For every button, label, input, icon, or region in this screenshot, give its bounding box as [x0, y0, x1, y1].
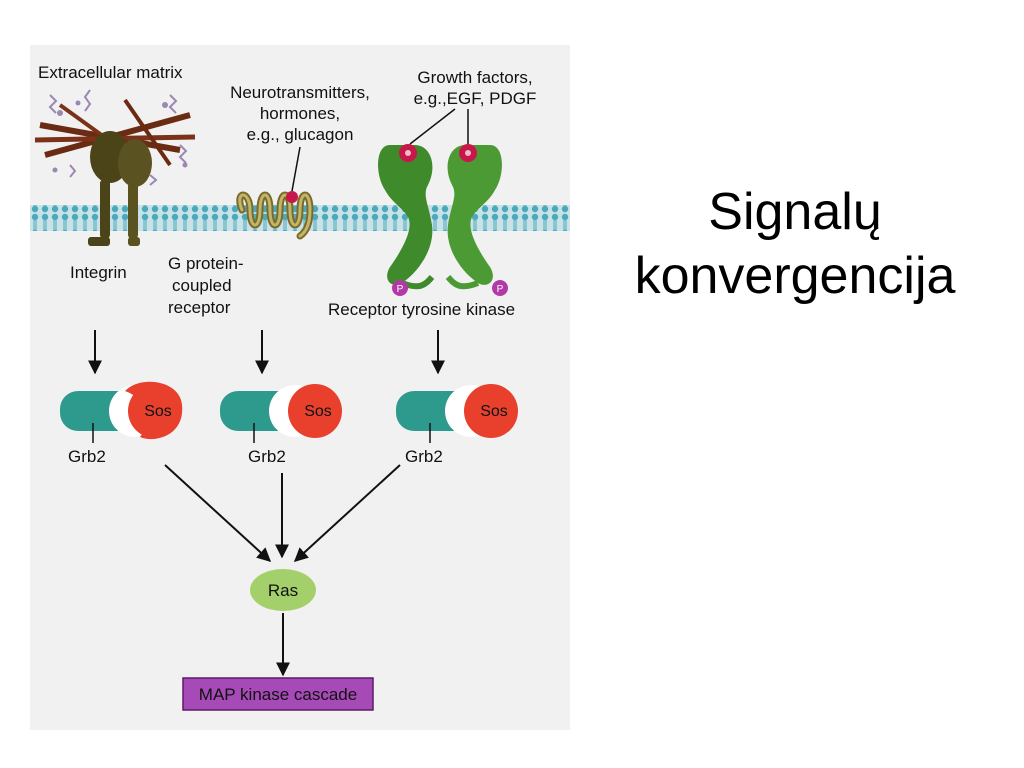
- ras-label: Ras: [268, 581, 298, 600]
- gpcr-label-line3: receptor: [168, 298, 231, 317]
- rtk-label: Receptor tyrosine kinase: [328, 300, 515, 319]
- gpcr-label-line2: coupled: [172, 276, 232, 295]
- ras-node: [250, 569, 316, 611]
- map-kinase-box: [182, 677, 374, 711]
- arrow-to-ras-right: [293, 464, 401, 562]
- egf-pdgf-label: e.g.,EGF, PDGF: [414, 89, 537, 108]
- growth-factors-label: Growth factors,: [417, 68, 532, 87]
- slide-title: Signalų konvergencija: [590, 180, 1000, 308]
- phosphate-left: [392, 280, 408, 296]
- arrow-to-ras-left: [164, 464, 272, 562]
- integrin-protein: [88, 131, 152, 246]
- neurotransmitters-label: Neurotransmitters,: [230, 83, 370, 102]
- glucagon-label: e.g., glucagon: [247, 125, 354, 144]
- hormones-label: hormones,: [260, 104, 340, 123]
- pathway-diagram: P P Extracellular matrix Neurotransmitte…: [30, 63, 570, 711]
- gpcr-label-line1: G protein-: [168, 254, 244, 273]
- grb2-sos-complex-3: Sos: [396, 384, 518, 438]
- grb2-label-2: Grb2: [248, 447, 286, 466]
- integrin-label: Integrin: [70, 263, 127, 282]
- phospho-label-right: P: [497, 284, 504, 295]
- sos-label-2: Sos: [304, 403, 332, 420]
- phospho-label-left: P: [397, 284, 404, 295]
- receptor-tyrosine-kinase: P P: [378, 144, 508, 296]
- sos-label-1: Sos: [144, 403, 172, 420]
- extracellular-matrix-label: Extracellular matrix: [38, 63, 183, 82]
- grb2-label-1: Grb2: [68, 447, 106, 466]
- grb2-label-3: Grb2: [405, 447, 443, 466]
- signal-convergence-figure: P P Extracellular matrix Neurotransmitte…: [30, 45, 570, 730]
- slide-title-line1: Signalų: [708, 183, 882, 241]
- gpcr-protein: [236, 191, 314, 240]
- glucagon-ligand: [286, 191, 298, 203]
- map-kinase-label: MAP kinase cascade: [199, 685, 357, 704]
- slide-title-line2: konvergencija: [634, 247, 956, 305]
- grb2-sos-complex-2: Sos: [220, 384, 342, 438]
- grb2-sos-complex-1: Sos: [60, 381, 183, 440]
- sos-label-3: Sos: [480, 403, 508, 420]
- phosphate-right: [492, 280, 508, 296]
